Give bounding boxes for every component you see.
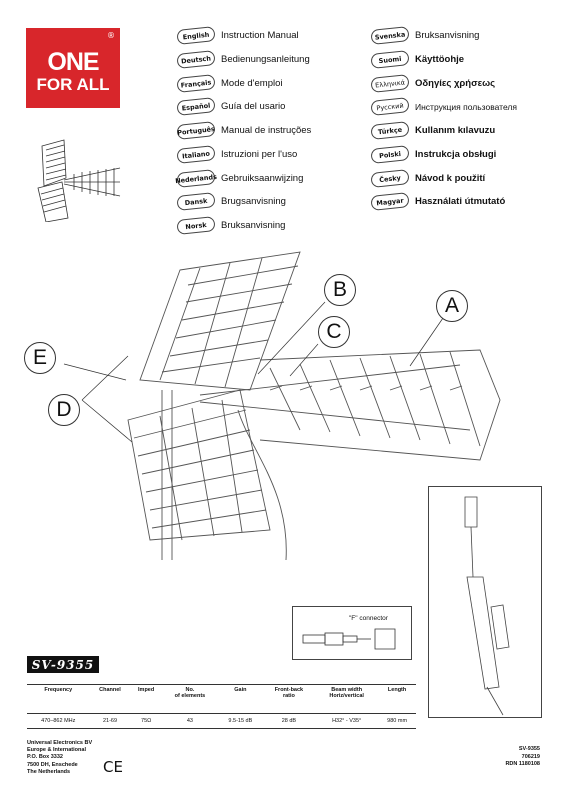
- spec-header: Frequency: [44, 687, 73, 693]
- spec-value: 470–862 MHz: [41, 718, 76, 724]
- address-line: 7500 DH, Enschede: [27, 761, 78, 768]
- callout-d: D: [48, 394, 80, 426]
- callout-e: E: [24, 342, 56, 374]
- spec-header: Beam width Horiz/vertical: [329, 687, 364, 699]
- antenna-illustration: [63, 251, 501, 561]
- lang-tag: Suomi: [370, 50, 410, 69]
- lang-title: Bedienungsanleitung: [221, 54, 310, 65]
- lang-tag: Česky: [370, 169, 410, 188]
- lang-row: Türkçe Kullanım kılavuzu: [370, 121, 496, 140]
- one-for-all-logo: ® ONE FOR ALL: [26, 28, 120, 108]
- spec-header: Imped: [138, 687, 155, 693]
- lang-row: Dansk Brugsanvisning: [176, 192, 286, 211]
- lang-title: Návod k použití: [415, 173, 486, 184]
- callout-c: C: [318, 316, 350, 348]
- lang-tag: Ελληνικά: [370, 74, 410, 93]
- lang-row: Español Guía del usario: [176, 97, 286, 116]
- lang-title: Manual de instruções: [221, 125, 312, 136]
- spec-header-row: Frequency Channel Imped No. of elements …: [27, 684, 416, 714]
- spec-header: No. of elements: [174, 687, 206, 699]
- lang-title: Istruzioni per l'uso: [221, 149, 298, 160]
- code-line: RDN 1180108: [505, 761, 540, 767]
- logo-line1: ONE: [47, 48, 99, 76]
- lang-row: Polski Instrukcja obsługi: [370, 145, 497, 164]
- spec-value: 980 mm: [387, 718, 408, 724]
- lang-title: Bruksanvisning: [415, 30, 480, 41]
- registered-mark: ®: [107, 31, 115, 40]
- lang-tag: Svenska: [370, 26, 410, 45]
- lang-title: Käyttöohje: [415, 54, 465, 65]
- spec-value-row: 470–862 MHz 21-69 75Ω 43 9.5-15 dB 28 dB…: [27, 714, 416, 729]
- f-connector-diagram: "F" connector: [292, 606, 412, 660]
- spec-header: Front-back ratio: [274, 687, 304, 699]
- lang-row: Português Manual de instruções: [176, 121, 312, 140]
- lang-row: Norsk Bruksanvisning: [176, 216, 286, 235]
- spec-header: Channel: [99, 687, 121, 693]
- lang-row: Italiano Istruzioni per l'uso: [176, 145, 298, 164]
- product-codes: SV-9355 706219 RDN 1180108: [505, 746, 540, 769]
- lang-tag: Dansk: [176, 192, 216, 211]
- spec-value: 43: [186, 718, 193, 724]
- lang-row: Česky Návod k použití: [370, 169, 486, 188]
- callout-b: B: [324, 274, 356, 306]
- installation-illustration: [428, 486, 542, 718]
- logo-line2: FOR ALL: [36, 75, 110, 94]
- address-line: Universal Electronics BV: [27, 740, 93, 746]
- lang-title: Bruksanvisning: [221, 220, 286, 231]
- company-address: Universal Electronics BV Europe & Intern…: [27, 740, 92, 776]
- lang-title: Instrukcja obsługi: [415, 149, 497, 160]
- lang-row: Français Mode d'emploi: [176, 74, 283, 93]
- lang-row: Svenska Bruksanvisning: [370, 26, 480, 45]
- lang-tag: Português: [176, 121, 216, 140]
- lang-row: Magyar Használati útmutató: [370, 192, 506, 211]
- lang-row: Русский Инструкция пользователя: [370, 97, 517, 116]
- lang-tag: Nederlands: [175, 169, 217, 188]
- ce-mark: CE: [103, 758, 123, 776]
- lang-tag: Magyar: [370, 192, 410, 211]
- f-connector-label: "F" connector: [349, 615, 388, 622]
- lang-row: English Instruction Manual: [176, 26, 299, 45]
- code-line: 706219: [521, 753, 540, 760]
- address-line: The Netherlands: [27, 768, 71, 775]
- lang-title: Használati útmutató: [415, 196, 506, 207]
- lang-title: Brugsanvisning: [221, 196, 286, 207]
- spec-value: 21-69: [102, 718, 118, 724]
- lang-row: Ελληνικά Οδηγίες χρήσεως: [370, 74, 496, 93]
- spec-value: 9.5-15 dB: [228, 718, 253, 724]
- lang-title: Mode d'emploi: [221, 78, 283, 89]
- lang-tag: Italiano: [176, 145, 216, 164]
- lang-tag: Türkçe: [370, 121, 410, 140]
- lang-title: Guía del usario: [221, 101, 286, 112]
- lang-title: Gebruiksaanwijzing: [221, 173, 304, 184]
- lang-tag: Polski: [370, 145, 410, 164]
- lang-row: Deutsch Bedienungsanleitung: [176, 50, 310, 69]
- spec-value: H32° - V35°: [332, 718, 362, 724]
- lang-tag: Español: [176, 97, 216, 116]
- lang-tag: Русский: [370, 97, 410, 116]
- spec-value: 28 dB: [281, 718, 297, 724]
- lang-row: Nederlands Gebruiksaanwijzing: [175, 169, 304, 188]
- lang-title: Οδηγίες χρήσεως: [415, 78, 496, 89]
- model-badge: SV-9355: [27, 656, 99, 673]
- spec-value: 75Ω: [141, 718, 152, 724]
- lang-title: Инструкция пользователя: [415, 101, 517, 112]
- connector-drawing: [302, 628, 396, 650]
- antenna-thumbnail-image: [37, 139, 121, 222]
- lang-tag: English: [176, 26, 216, 45]
- code-line: SV-9355: [518, 746, 540, 752]
- lang-title: Instruction Manual: [221, 30, 299, 41]
- lang-tag: Norsk: [176, 216, 216, 235]
- mounting-drawing: [464, 496, 510, 716]
- address-line: P.O. Box 3332: [27, 754, 63, 761]
- lang-tag: Deutsch: [176, 50, 216, 69]
- lang-row: Suomi Käyttöohje: [370, 50, 465, 69]
- lang-title: Kullanım kılavuzu: [415, 125, 496, 136]
- lang-tag: Français: [176, 74, 216, 93]
- spec-table: Frequency Channel Imped No. of elements …: [27, 684, 416, 729]
- callout-a: A: [436, 290, 468, 322]
- address-line: Europe & International: [27, 747, 86, 754]
- spec-header: Length: [387, 687, 407, 693]
- spec-header: Gain: [234, 687, 247, 693]
